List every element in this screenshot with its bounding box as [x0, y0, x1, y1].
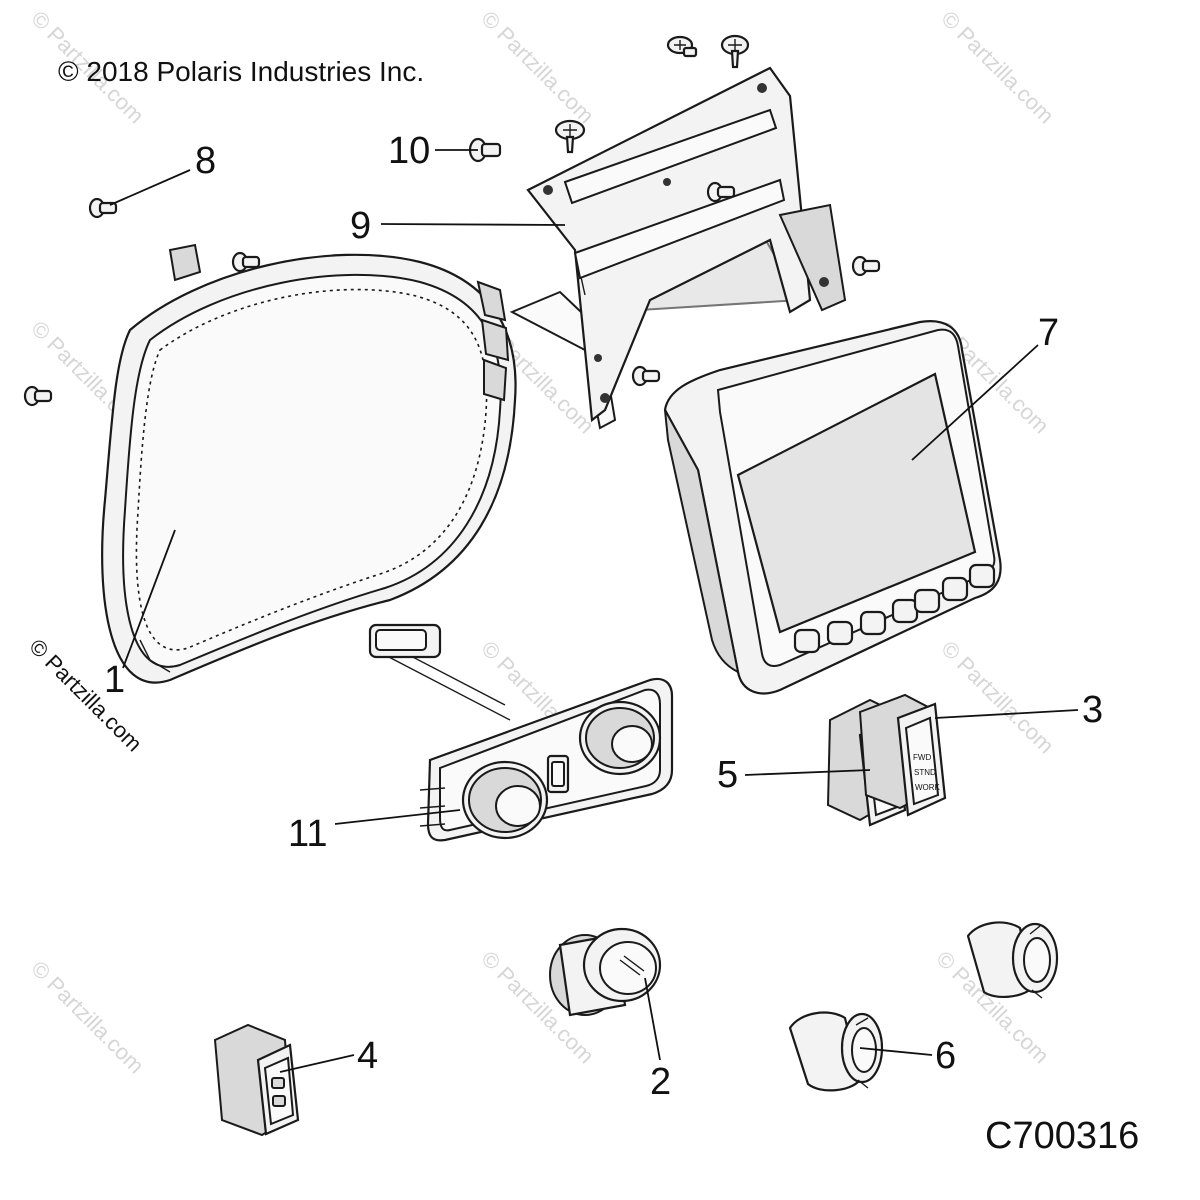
copyright-text: © 2018 Polaris Industries Inc.: [58, 56, 424, 87]
instrument-cluster: [101, 243, 517, 684]
power-outlet-icon: [966, 921, 1059, 999]
switch-label-fwd: FWD: [913, 753, 931, 762]
display-unit: [663, 320, 1002, 695]
screw-icon: [720, 34, 750, 69]
callout-5: 5: [717, 754, 738, 796]
callout-8: 8: [195, 140, 216, 182]
bolt-icon: [88, 197, 118, 219]
watermark: © Partzilla.com: [936, 636, 1059, 759]
callout-11: 11: [288, 813, 327, 855]
rocker-switch-icon: FWD STND WORK: [858, 693, 947, 817]
power-outlets: [788, 921, 1059, 1092]
watermark: © Partzilla.com: [476, 6, 599, 129]
bolt-icon: [851, 255, 881, 277]
rocker-switches: FWD STND WORK: [826, 693, 947, 827]
bolt-icon: [706, 181, 736, 203]
switch-label-stnd: STND: [914, 768, 936, 777]
screw-icon: [554, 119, 586, 154]
callout-4: 4: [357, 1035, 378, 1077]
callout-2: 2: [650, 1061, 671, 1103]
screws: [23, 34, 881, 407]
callout-10: 10: [388, 130, 430, 172]
bolt-icon: [23, 385, 53, 407]
watermark: © Partzilla.com: [26, 956, 149, 1079]
callouts: 1 2 3 4 5 6 7 8 9 10 11: [104, 130, 1103, 1103]
diagram-code: C700316: [985, 1115, 1139, 1157]
display-buttons: [793, 563, 996, 654]
callout-9: 9: [350, 205, 371, 247]
leader-lines: [109, 149, 1079, 1073]
bolt-icon: [231, 251, 261, 273]
bolt-icon: [631, 365, 661, 387]
watermark: © Partzilla.com: [936, 6, 1059, 129]
callout-6: 6: [935, 1035, 956, 1077]
callout-7: 7: [1038, 312, 1059, 354]
switch-label-work: WORK: [915, 783, 941, 792]
power-outlet-icon: [788, 1011, 884, 1092]
callout-3: 3: [1082, 689, 1103, 731]
callout-1: 1: [104, 659, 125, 701]
hvac-control-panel: [368, 623, 674, 842]
single-rocker-switch: [213, 1023, 300, 1137]
mounting-bracket: [509, 66, 847, 430]
ignition-switch: [549, 927, 662, 1017]
screw-icon: [666, 35, 698, 58]
